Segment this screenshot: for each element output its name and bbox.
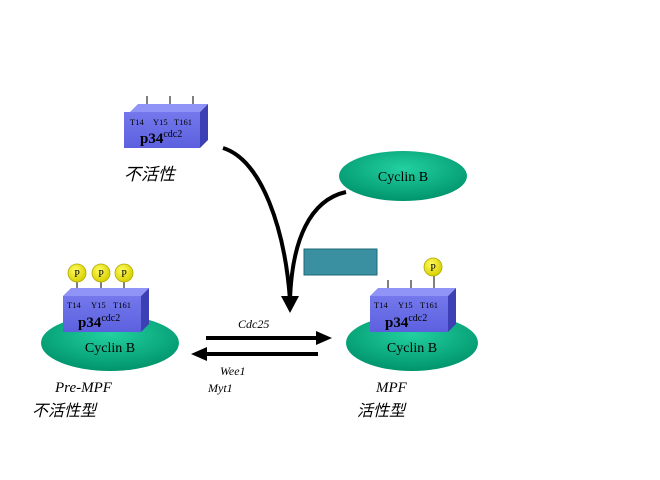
phosphate-label: P: [430, 263, 436, 274]
p34-binding-arrow: [222, 146, 292, 301]
cyclin-b-ellipse: [339, 151, 467, 201]
cyclin-b-label: Cyclin B: [378, 170, 428, 185]
site-label-t161: T161: [174, 117, 192, 127]
site-label-t14: T14: [67, 300, 81, 310]
down-arrowhead: [281, 296, 299, 313]
site-label-t161: T161: [420, 300, 438, 310]
phosphate-y15: P: [91, 263, 111, 283]
mpf-box-front: [370, 296, 448, 332]
cdc25-label: Cdc25: [238, 317, 269, 331]
site-label-t14: T14: [374, 300, 388, 310]
free-cyclin-b: Cyclin B: [339, 151, 467, 201]
site-label-y15: Y15: [91, 300, 106, 310]
p34-box-top: [130, 104, 208, 112]
cyclin-binding-arrow: [288, 190, 347, 301]
phosphate-t14: P: [67, 263, 87, 283]
inactive-monomer-state-label: 不活性: [124, 165, 177, 185]
protein-name: p34cdc2: [140, 129, 182, 147]
p34-box-front: [124, 112, 200, 148]
mpf-box-top: [370, 288, 456, 296]
site-label-t161: T161: [113, 300, 131, 310]
pre-mpf-box-side: [141, 288, 149, 332]
phosphate-label: P: [74, 269, 80, 280]
site-label-t14: T14: [130, 117, 144, 127]
pre-mpf-cyclin-label: Cyclin B: [85, 341, 135, 356]
wee1-label: Wee1: [220, 364, 246, 378]
phosphate-t161: P: [114, 263, 134, 283]
mpf-protein-name: p34cdc2: [385, 313, 427, 331]
site-label-y15: Y15: [153, 117, 168, 127]
mpf-name: MPF: [375, 380, 408, 396]
mpf-box-side: [448, 288, 456, 332]
inactive-p34-monomer: T14 Y15 T161 p34cdc2: [124, 96, 208, 148]
phosphate-t161: P: [423, 257, 443, 277]
teal-label-box: [303, 248, 378, 276]
site-label-y15: Y15: [398, 300, 413, 310]
phosphate-label: P: [121, 269, 127, 280]
forward-reaction-arrow: [206, 331, 332, 345]
phosphate-label: P: [98, 269, 104, 280]
pre-mpf-box-top: [63, 288, 149, 296]
pre-mpf-protein-name: p34cdc2: [78, 313, 120, 331]
mpf-cyclin-label: Cyclin B: [387, 341, 437, 356]
pre-mpf-name: Pre-MPF: [54, 380, 113, 396]
p34-box-side: [200, 104, 208, 148]
pre-mpf-box-front: [63, 296, 141, 332]
pre-mpf-complex: T14 Y15 T161 p34cdc2 Cyclin B P P P: [41, 263, 179, 371]
mpf-state-label: 活性型: [357, 401, 407, 420]
mpf-complex: T14 Y15 T161 p34cdc2 Cyclin B P: [346, 257, 478, 371]
reverse-reaction-arrow: [191, 347, 318, 361]
myt1-label: Myt1: [207, 381, 233, 395]
pre-mpf-state-label: 不活性型: [32, 401, 98, 420]
